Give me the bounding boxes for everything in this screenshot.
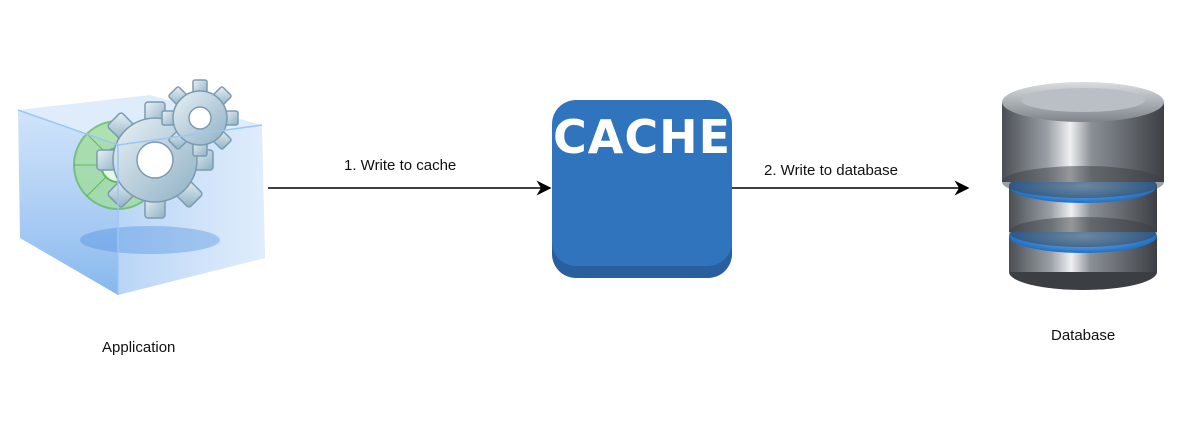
cache-box-icon (552, 100, 732, 278)
database-label: Database (1051, 327, 1116, 344)
edge-label-write-to-database: 2. Write to database (764, 162, 898, 179)
database-cylinder-icon (1002, 82, 1164, 290)
application-label: Application (102, 339, 176, 356)
edge-label-write-to-cache: 1. Write to cache (344, 157, 457, 174)
application-gears-icon (17, 79, 265, 295)
cache-label: CACHE (552, 110, 732, 164)
